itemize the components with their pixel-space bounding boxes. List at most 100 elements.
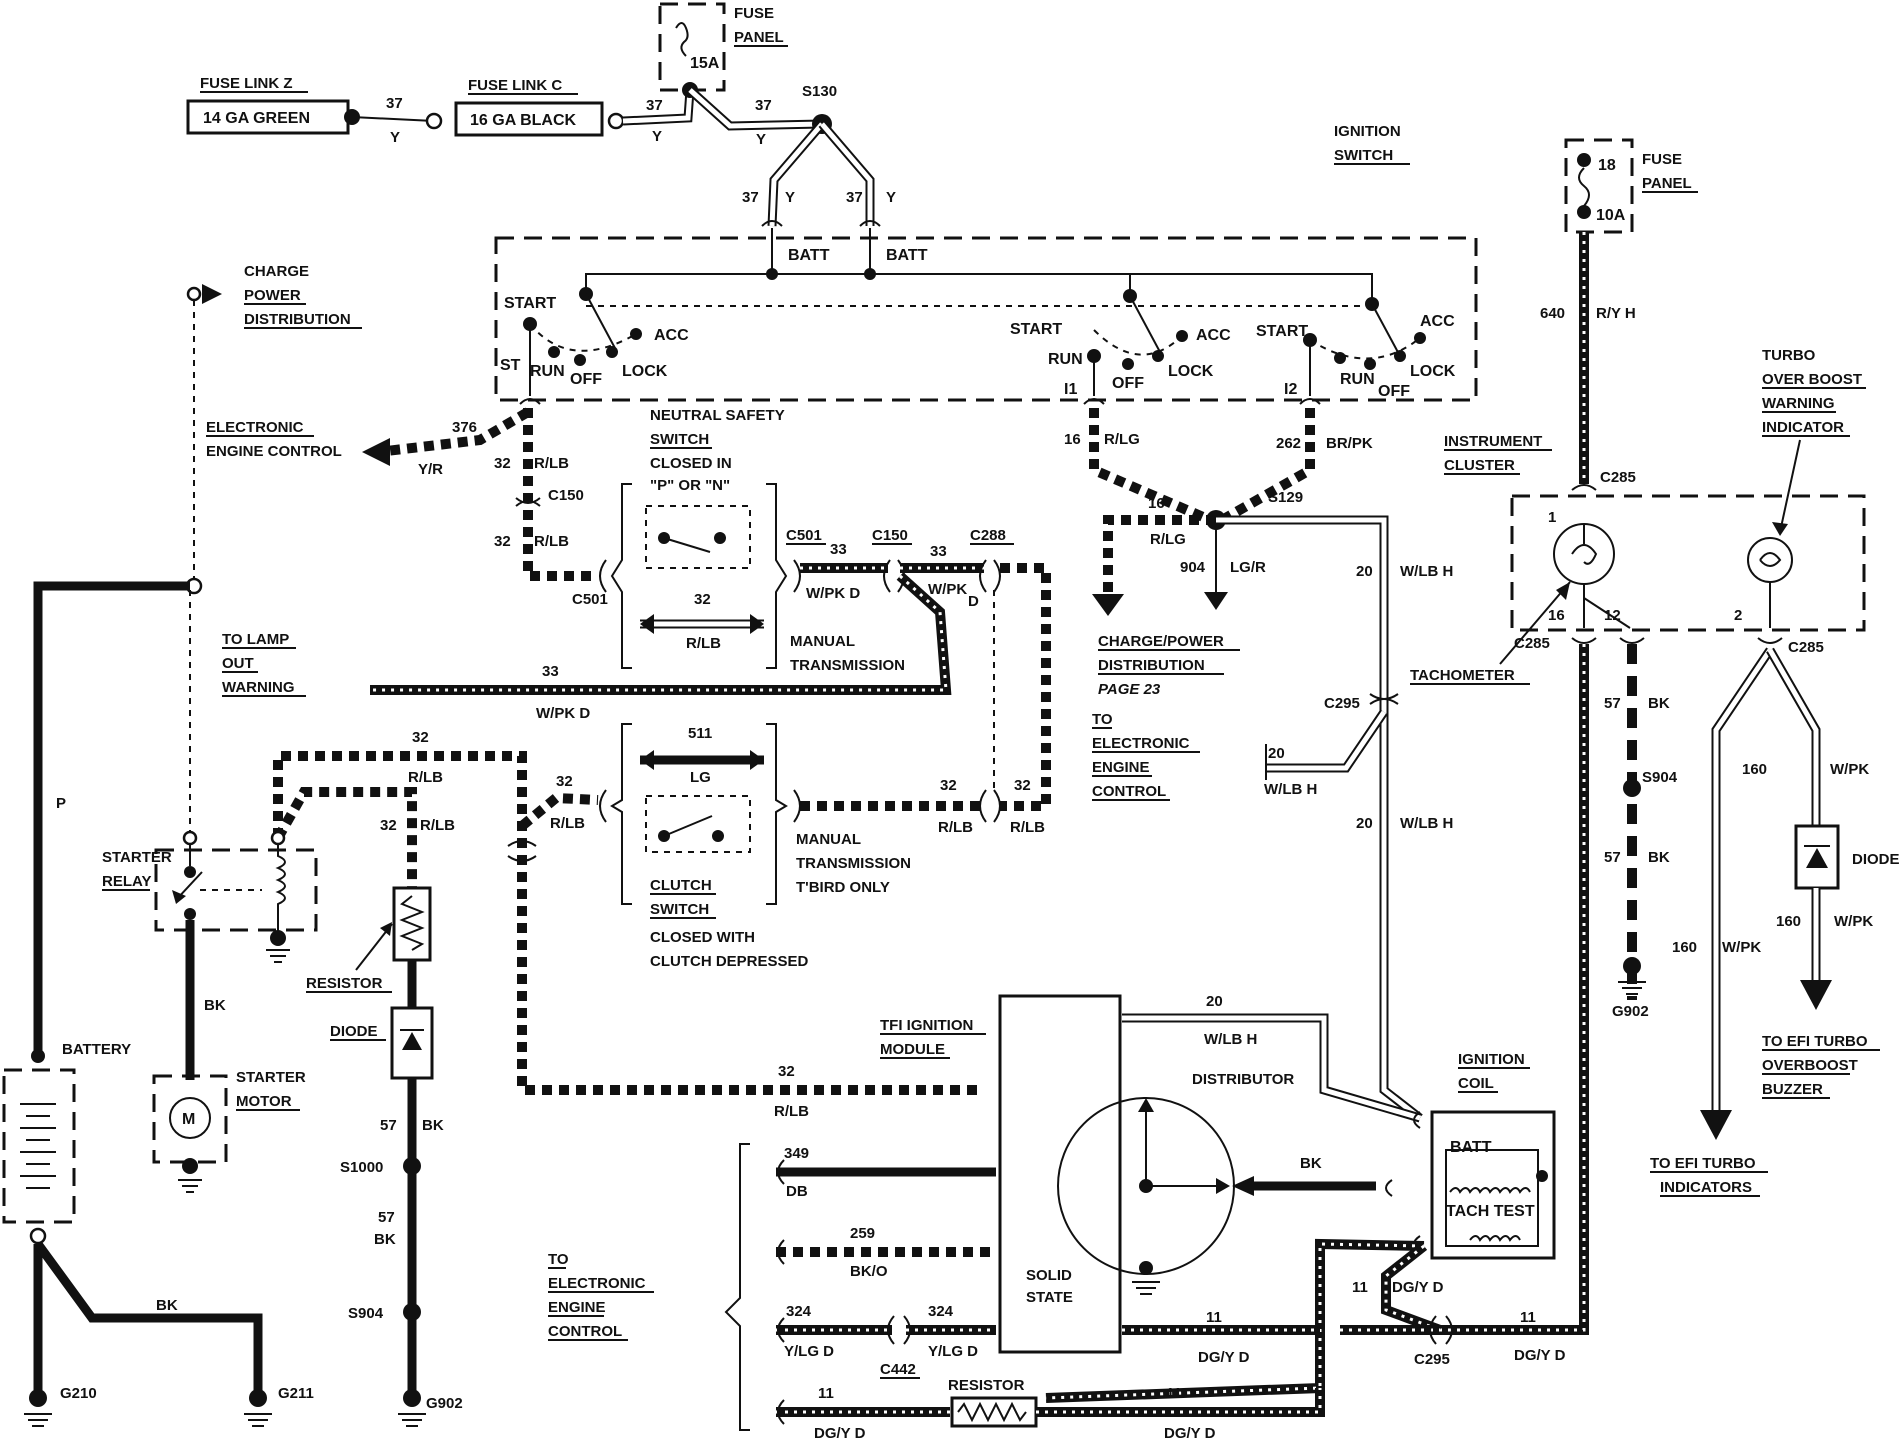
tach-test-label: TACH TEST — [1446, 1203, 1535, 1220]
fuse-link-c-title: FUSE LINK C — [468, 77, 562, 94]
wire-p-label: P — [56, 795, 66, 812]
wire-160-label-a: 160 — [1742, 761, 1767, 778]
charge-dist-label-1: CHARGE/POWER — [1098, 633, 1224, 650]
fuse-right-rating: 10A — [1596, 207, 1626, 224]
fuse-panel-right: 18 10A FUSE PANEL — [1564, 138, 1698, 234]
wire-32-label-f: 32 — [412, 729, 429, 746]
g902-label-b: G902 — [426, 1395, 463, 1412]
batt-label-a: BATT — [788, 247, 830, 264]
wire-yr-label: Y/R — [418, 461, 443, 478]
wire-bk-label-a: BK — [1648, 695, 1670, 712]
fuse-15a-rating: 15A — [690, 55, 720, 72]
wire-20-label-a: 20 — [1356, 563, 1373, 580]
s904-label-a: S904 — [1642, 769, 1678, 786]
off-label-2: OFF — [1112, 375, 1144, 392]
tfi-label-2: MODULE — [880, 1041, 945, 1058]
wire-349-label: 349 — [784, 1145, 809, 1162]
wire-wpkd-label-a: W/PK D — [806, 585, 860, 602]
wire-bk-label-c: BK — [156, 1297, 178, 1314]
efi-buzzer-arrow — [1800, 980, 1832, 1010]
starter-relay: STARTER RELAY — [102, 830, 318, 963]
wire-376-label: 376 — [452, 419, 477, 436]
acc-label-3: ACC — [1420, 313, 1455, 330]
fuse-link-z-title: FUSE LINK Z — [200, 75, 293, 92]
clutch-label-3: CLOSED WITH — [650, 929, 755, 946]
lamp-out-label-1: TO LAMP — [222, 631, 289, 648]
efi-indicators-label-2: INDICATORS — [1660, 1179, 1752, 1196]
splice-s904-right — [1623, 779, 1641, 797]
wire-57-label-b: 57 — [1604, 849, 1621, 866]
wire-lg-label: LG — [690, 769, 711, 786]
wire-wlbh-label-b: W/LB H — [1264, 781, 1317, 798]
cluster-pin-1: 1 — [1548, 509, 1556, 526]
splice-s904-left — [403, 1303, 421, 1321]
charge-dist-label-2: DISTRIBUTION — [1098, 657, 1205, 674]
eec-bottom-label-2: ELECTRONIC — [548, 1275, 646, 1292]
cluster-pin-12: 12 — [1604, 607, 1621, 624]
cluster-label-1: INSTRUMENT — [1444, 433, 1542, 450]
fuse-panel-top-title-1: FUSE — [734, 5, 774, 22]
wire-11-label-d: 11 — [818, 1385, 834, 1402]
wire-324-label-b: 324 — [928, 1303, 954, 1320]
efi-buzzer-label-3: BUZZER — [1762, 1081, 1823, 1098]
splice-s1000 — [403, 1157, 421, 1175]
wire-wpk-label-a: W/PK — [1830, 761, 1869, 778]
fuse-link-c-terminal-left — [425, 112, 443, 130]
wire-37-label-c: 37 — [755, 97, 772, 114]
wire-57-label-c: 57 — [380, 1117, 397, 1134]
wire-ylgd-label-b: Y/LG D — [928, 1343, 978, 1360]
tachometer-label: TACHOMETER — [1410, 667, 1515, 684]
clutch-trans-2: TRANSMISSION — [796, 855, 911, 872]
off-label-1: OFF — [570, 371, 602, 388]
solid-state-label-2: STATE — [1026, 1289, 1073, 1306]
wire-wpk-label-b: W/PK — [1834, 913, 1873, 930]
wire-wlbh-label-c: W/LB H — [1400, 815, 1453, 832]
st-label: ST — [500, 357, 521, 374]
fuse-link-z: FUSE LINK Z 14 GA GREEN — [186, 75, 350, 135]
run-label-1: RUN — [530, 363, 565, 380]
wire-16-label-a: 16 — [1064, 431, 1081, 448]
fuse-link-c: FUSE LINK C 16 GA BLACK — [454, 77, 604, 137]
acc-label-1: ACC — [654, 327, 689, 344]
efi-indicators-arrow — [1700, 1110, 1732, 1140]
wire-rlb-label-i: R/LB — [774, 1103, 809, 1120]
wire-20-label-c: 20 — [1356, 815, 1373, 832]
wire-rlg-label-b: R/LG — [1150, 531, 1186, 548]
battery: BATTERY — [2, 1041, 131, 1245]
wire-37-label-b: 37 — [646, 97, 663, 114]
wire-lgr-label: LG/R — [1230, 559, 1266, 576]
wire-640-label: 640 — [1540, 305, 1565, 322]
wire-wpk-label-c: W/PK — [1722, 939, 1761, 956]
wire-rlb-label-e: R/LB — [938, 819, 973, 836]
ignition-coil: IGNITION COIL BATT TACH TEST — [1430, 1051, 1556, 1260]
turbo-label-4: INDICATOR — [1762, 419, 1844, 436]
eec-mid-label-3: ENGINE — [1092, 759, 1150, 776]
eec-bottom-label-4: CONTROL — [548, 1323, 622, 1340]
acc-label-2: ACC — [1196, 327, 1231, 344]
wire-324-label-a: 324 — [786, 1303, 812, 1320]
c150-label-b: C150 — [872, 527, 908, 544]
fuse-right-title-2: PANEL — [1642, 175, 1692, 192]
charge-label-1: CHARGE — [244, 263, 309, 280]
wire-37-label-d: 37 — [742, 189, 759, 206]
g210-label: G210 — [60, 1385, 97, 1402]
lamp-out-label-2: OUT — [222, 655, 254, 672]
wire-32-label-c: 32 — [694, 591, 711, 608]
s1000-label: S1000 — [340, 1159, 383, 1176]
wire-32-label-a: 32 — [494, 455, 511, 472]
wire-16-label-b: 16 — [1148, 495, 1165, 512]
neutral-safety-switch: NEUTRAL SAFETY SWITCH CLOSED IN "P" OR "… — [610, 407, 905, 674]
clutch-trans-3: T'BIRD ONLY — [796, 879, 890, 896]
g211-label: G211 — [278, 1385, 314, 1402]
wire-11-label-a: 11 — [1352, 1279, 1368, 1296]
wire-ryh-label: R/Y H — [1596, 305, 1636, 322]
efi-indicators-label-1: TO EFI TURBO — [1650, 1155, 1756, 1172]
wire-bk-label-b: BK — [1648, 849, 1670, 866]
instrument-cluster: INSTRUMENT CLUSTER 1 16 12 2 C285 C285 T… — [1410, 433, 1866, 685]
wire-33-label-a: 33 — [830, 541, 847, 558]
lock-label-3: LOCK — [1410, 363, 1456, 380]
eec-left-label-1: ELECTRONIC — [206, 419, 304, 436]
fuse-link-z-terminal — [344, 109, 360, 125]
c285-label-a: C285 — [1600, 469, 1636, 486]
starter-relay-label-1: STARTER — [102, 849, 172, 866]
